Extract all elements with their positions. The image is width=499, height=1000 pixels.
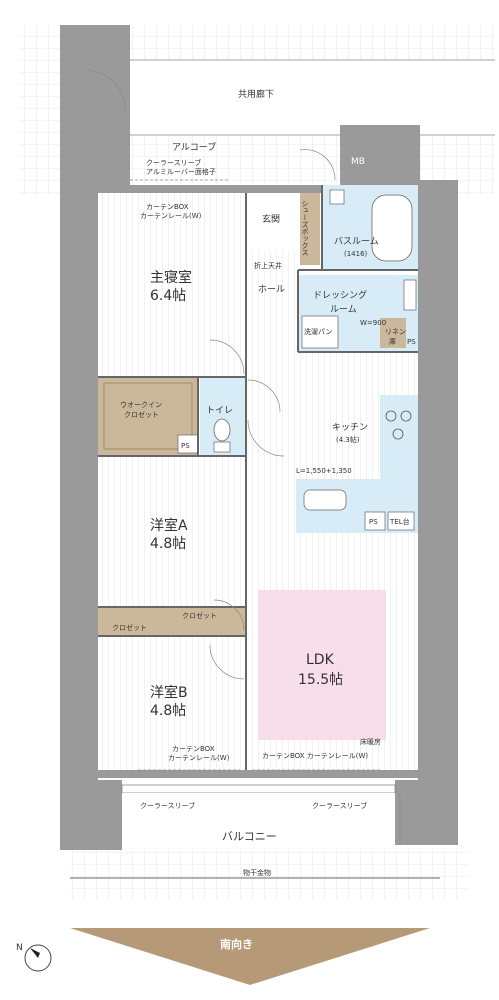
- walkin-label-1: ウオークイン: [120, 401, 162, 409]
- master-bedroom-floor: [98, 193, 246, 375]
- bathroom-size: (1416): [344, 250, 368, 258]
- master-bedroom-label: 主寝室: [150, 269, 192, 286]
- counter-dim: L=1,550+1,350: [296, 467, 352, 475]
- interior-walls: [98, 185, 418, 770]
- shoes-box-label: シューズボックス: [301, 200, 309, 256]
- wall-left: [60, 185, 98, 785]
- linen-label-1: リネン: [385, 328, 406, 336]
- corridor-label: 共用廊下: [238, 88, 274, 100]
- bathroom-label: バスルーム: [334, 236, 379, 247]
- kitchen-stove-counter: [380, 395, 418, 479]
- mb-block: [340, 125, 420, 185]
- linen-label-2: 庫: [389, 337, 396, 346]
- closet-a-label: クロゼット: [182, 611, 217, 620]
- room-b-floor: [98, 637, 246, 770]
- curtain-rail-top: カーテンレール(W): [140, 212, 202, 220]
- ps-toilet: PS: [181, 442, 190, 450]
- room-b-size: 4.8帖: [150, 703, 186, 719]
- wall-right: [418, 180, 458, 780]
- curtain-box-b: カーテンBOX: [172, 745, 215, 753]
- shoes-box: [300, 193, 320, 265]
- entrance-floor: [248, 193, 300, 251]
- room-a-label: 洋室A: [150, 517, 188, 534]
- master-bedroom-size: 6.4帖: [150, 288, 186, 304]
- ps-kitchen: PS: [369, 518, 378, 526]
- facing-arrow: [70, 928, 430, 985]
- facing-label: 南向き: [220, 937, 253, 951]
- hall-label: ホール: [258, 284, 285, 295]
- north-compass-icon: [24, 944, 52, 972]
- washer-label: 洗濯パン: [304, 327, 332, 336]
- closet-b-label: クロゼット: [112, 623, 147, 632]
- floor-heating-label: 床暖房: [360, 737, 381, 746]
- entrance-label: 玄関: [262, 213, 280, 225]
- alcove-note-2: アルミルーバー面格子: [146, 167, 216, 176]
- dressing-label-1: ドレッシング: [313, 289, 367, 301]
- balcony-label: バルコニー: [222, 830, 277, 843]
- sink: [303, 489, 347, 511]
- dressing-label-2: ルーム: [330, 304, 357, 315]
- balcony-tiles: [70, 850, 468, 900]
- floor-heating-area: [258, 590, 386, 740]
- curtain-rails: [130, 179, 380, 771]
- room-a-size: 4.8帖: [150, 536, 186, 552]
- curtain-box-top: カーテンBOX: [146, 203, 189, 211]
- door-swings: [209, 339, 285, 680]
- balcony-floor: [122, 793, 395, 849]
- kitchen-size: (4.3帖): [336, 435, 360, 444]
- alcove-door-arc: [299, 149, 336, 181]
- stove-icon: [385, 410, 412, 440]
- dryer-label: 物干金物: [243, 868, 271, 877]
- closet-a: [98, 607, 170, 635]
- closet-b: [170, 607, 246, 635]
- sleeve-right: クーラースリーブ: [312, 801, 367, 810]
- ps-dressing: PS: [407, 338, 416, 346]
- walkin-label-2: クロゼット: [124, 410, 159, 419]
- ceiling-label: 折上天井: [254, 261, 282, 270]
- curtain-rail-b: カーテンレール(W): [168, 754, 230, 762]
- linen-closet: [380, 318, 406, 348]
- alcove-note-1: クーラースリーブ: [146, 158, 201, 167]
- dressing-dim: W=900: [360, 319, 386, 327]
- sleeve-left: クーラースリーブ: [140, 801, 195, 810]
- ldk-size: 15.5帖: [298, 672, 343, 688]
- alcove-label: アルコーブ: [172, 141, 216, 153]
- north-label: N: [16, 943, 23, 953]
- wall-balcony-right: [395, 780, 458, 845]
- corridor-strip: [130, 60, 495, 135]
- room-b-label: 洋室B: [150, 684, 188, 701]
- room-a-floor: [98, 457, 246, 607]
- wall-balcony-left: [60, 780, 122, 850]
- tel-label: TEL台: [389, 517, 410, 526]
- curtain-ldk: カーテンBOX カーテンレール(W): [262, 752, 368, 760]
- wall-top: [98, 185, 418, 193]
- wall-bottom: [98, 770, 418, 778]
- entry-door-arc: [84, 69, 126, 111]
- wall-upper-left: [60, 25, 130, 185]
- mb-label: MB: [351, 157, 365, 167]
- ldk-label: LDK: [306, 652, 335, 668]
- kitchen-label: キッチン: [332, 422, 368, 433]
- toilet-label: トイレ: [206, 406, 233, 416]
